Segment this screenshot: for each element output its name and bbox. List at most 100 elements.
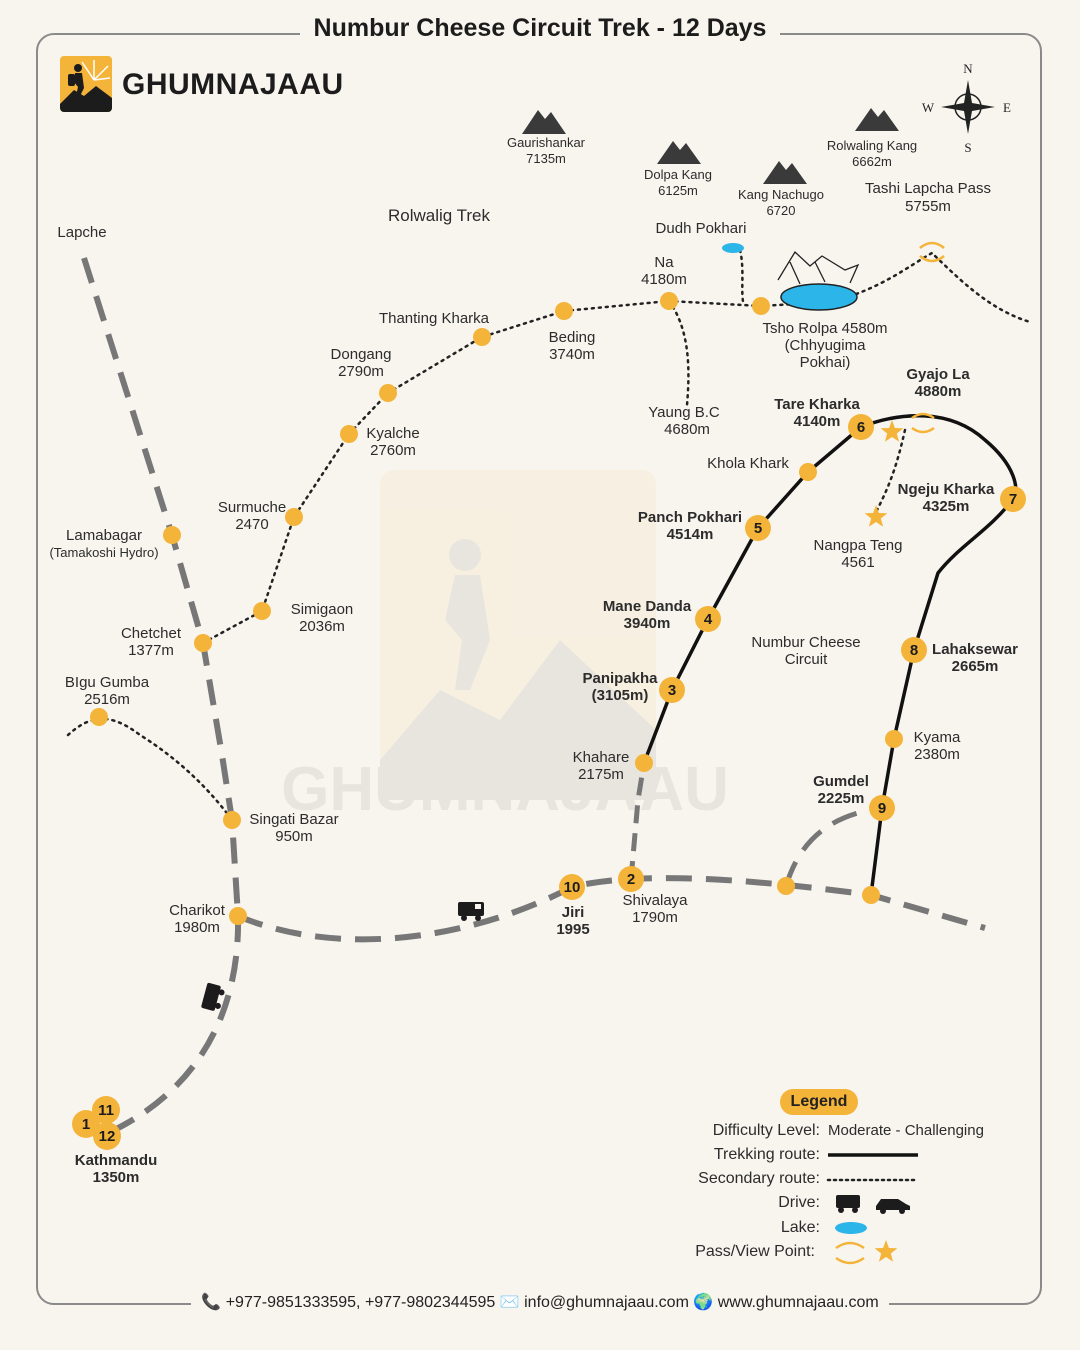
place-label: Thanting Kharka — [379, 310, 490, 327]
place-label: Dudh Pokhari — [656, 220, 747, 237]
page-title: Numbur Cheese Circuit Trek - 12 Days — [299, 14, 781, 42]
road-gumdel — [783, 805, 883, 887]
place-label: (3105m) — [592, 687, 649, 704]
place-label: Gumdel — [813, 773, 869, 790]
peak-alt: 7135m — [526, 151, 566, 166]
mountain-icon — [763, 161, 807, 184]
place-label: Mane Danda — [603, 598, 692, 615]
hiker-logo-icon — [60, 56, 112, 112]
stop-12: 12 — [93, 1122, 121, 1150]
place-label: BIgu Gumba — [65, 674, 150, 691]
place-dots — [90, 292, 903, 925]
legend-symbols — [826, 1153, 920, 1265]
compass-e: E — [1003, 100, 1011, 115]
svg-text:12: 12 — [99, 1128, 116, 1145]
place-label: Khahare — [573, 749, 630, 766]
dot-na — [660, 292, 678, 310]
place-label: Singati Bazar — [249, 811, 338, 828]
legend-car-icon — [876, 1199, 910, 1214]
place-label: Tare Kharka — [774, 396, 860, 413]
dot-kyama — [885, 730, 903, 748]
place-label: Panipakha — [582, 670, 658, 687]
legend-lake-label: Lake: — [780, 1219, 820, 1236]
van-icon — [458, 902, 484, 921]
region-label: Lapche — [57, 224, 106, 241]
svg-text:9: 9 — [878, 800, 886, 817]
place-label: Simigaon — [291, 601, 354, 618]
region-label: Circuit — [785, 651, 828, 668]
peak-name: Gaurishankar — [507, 135, 586, 150]
stop-4: 4 — [695, 606, 721, 632]
tsho-rolpa-lake — [780, 283, 858, 311]
contact-info[interactable]: +977-9851333595, +977-9802344595 ✉️ info… — [225, 1294, 879, 1311]
legend-drive-label: Drive: — [778, 1194, 820, 1211]
place-label: 1980m — [174, 919, 220, 936]
place-label: Lahaksewar — [932, 641, 1018, 658]
svg-text:5: 5 — [754, 520, 762, 537]
place-label: 3740m — [549, 346, 595, 363]
dot-junction — [777, 877, 795, 895]
peak-alt: 5755m — [905, 198, 951, 215]
peak-name: Dolpa Kang — [644, 167, 712, 182]
dot-singati — [223, 811, 241, 829]
place-label: 1995 — [556, 921, 589, 938]
pass-icon — [919, 241, 945, 263]
place-label: 3940m — [624, 615, 671, 632]
legend-trekking-label: Trekking route: — [713, 1146, 820, 1163]
place-label: 4680m — [664, 421, 710, 438]
region-label: Numbur Cheese — [751, 634, 860, 651]
svg-text:7: 7 — [1009, 491, 1017, 508]
place-label: (Tamakoshi Hydro) — [49, 545, 158, 560]
route-nangpa — [874, 428, 907, 514]
mountain-icons — [522, 108, 899, 184]
stop-7: 7 — [1000, 486, 1026, 512]
place-label: Kathmandu — [75, 1152, 158, 1169]
dot-kyalche — [340, 425, 358, 443]
place-label: Nangpa Teng — [814, 537, 903, 554]
dot-surmuche — [285, 508, 303, 526]
place-label: 2380m — [914, 746, 960, 763]
place-label: 4561 — [841, 554, 874, 571]
place-label: Ngeju Kharka — [898, 481, 995, 498]
place-label: Khola Khark — [707, 455, 789, 472]
brand-logo: GHUMNAJAAU — [60, 56, 343, 114]
stop-9: 9 — [869, 795, 895, 821]
legend-title: Legend — [780, 1089, 858, 1115]
compass-s: S — [964, 140, 971, 155]
place-label: Yaung B.C — [648, 404, 720, 421]
place-label: 2036m — [299, 618, 345, 635]
place-label: Gyajo La — [906, 366, 970, 383]
place-label: Kyama — [914, 729, 961, 746]
viewpoint-icons — [864, 420, 904, 527]
place-label: 4180m — [641, 271, 687, 288]
stop-8: 8 — [901, 637, 927, 663]
place-label: 1377m — [128, 642, 174, 659]
mountain-icon — [855, 108, 899, 131]
dot-bigu — [90, 708, 108, 726]
title-bar: Numbur Cheese Circuit Trek - 12 Days — [0, 14, 1080, 43]
place-label: 4325m — [923, 498, 970, 515]
place-label: Panch Pokhari — [638, 509, 742, 526]
trekking-route — [642, 414, 1018, 896]
road-kathmandu — [106, 915, 242, 1136]
vehicle-icons — [201, 902, 484, 1011]
dudh-pokhari-lake — [722, 243, 744, 253]
place-label: Beding — [549, 329, 596, 346]
svg-text:1: 1 — [82, 1116, 90, 1133]
pass-icons — [911, 241, 945, 434]
svg-text:11: 11 — [98, 1102, 114, 1119]
place-label: Tsho Rolpa 4580m — [762, 320, 887, 337]
svg-text:6: 6 — [857, 419, 865, 436]
peak-alt: 6720 — [767, 203, 796, 218]
dot-tsho-rolpa — [752, 297, 770, 315]
svg-text:10: 10 — [564, 879, 581, 896]
place-label: Pokhai) — [800, 354, 851, 371]
legend-secondary-label: Secondary route: — [698, 1170, 820, 1187]
place-label: 4880m — [915, 383, 962, 400]
peak-name: Kang Nachugo — [738, 187, 824, 202]
place-label: 1790m — [632, 909, 678, 926]
legend-difficulty-value: Moderate - Challenging — [828, 1122, 984, 1139]
place-label: 950m — [275, 828, 313, 845]
svg-text:4: 4 — [704, 611, 713, 628]
peak-name: Tashi Lapcha Pass — [865, 180, 991, 197]
